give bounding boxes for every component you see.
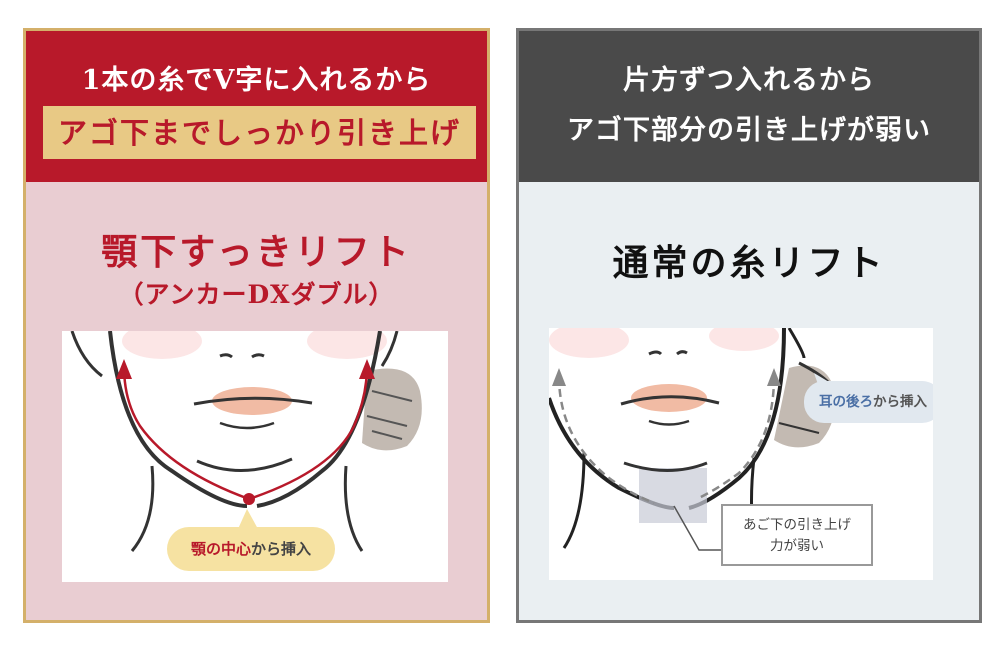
left-header-highlight: アゴ下までしっかり引き上げ (43, 106, 476, 159)
insertion-point-rest: から挿入 (251, 540, 312, 558)
right-header: 片方ずつ入れるから アゴ下部分の引き上げが弱い (519, 31, 979, 182)
anchor-dx-double-panel: 1本の糸でV字に入れるから アゴ下までしっかり引き上げ 顎下すっきリフト （アン… (23, 28, 490, 623)
left-header: 1本の糸でV字に入れるから アゴ下までしっかり引き上げ (26, 31, 487, 182)
right-header-line1: 片方ずつ入れるから (623, 65, 875, 96)
face-v-thread-drawing (70, 331, 422, 552)
standard-lift-illustration: 耳の後ろから挿入 あご下の引き上げ 力が弱い (549, 328, 933, 580)
insertion-point-accent: 顎の中心 (190, 540, 251, 558)
v-lift-illustration: 顎の中心から挿入 (62, 331, 448, 582)
weak-lift-callout-line1: あご下の引き上げ (743, 517, 851, 533)
ear-insertion-bubble: 耳の後ろから挿入 (804, 381, 933, 423)
ear-insertion-rest: から挿入 (873, 394, 927, 410)
right-title: 通常の糸リフト (612, 242, 886, 284)
ear-insertion-accent: 耳の後ろ (819, 394, 873, 410)
face-dashed-thread-drawing (549, 328, 839, 551)
left-title: 顎下すっきリフト (101, 231, 412, 273)
left-subtitle: （アンカーDXダブル） (118, 280, 395, 309)
insertion-point-bubble: 顎の中心から挿入 (167, 527, 335, 571)
weak-lift-callout-line2: 力が弱い (770, 538, 824, 554)
left-header-line1: 1本の糸でV字に入れるから (81, 65, 432, 96)
right-header-line2: アゴ下部分の引き上げが弱い (567, 115, 931, 146)
weak-lift-callout: あご下の引き上げ 力が弱い (721, 504, 873, 566)
standard-thread-lift-panel: 片方ずつ入れるから アゴ下部分の引き上げが弱い 通常の糸リフト (516, 28, 982, 623)
left-header-highlight-text: アゴ下までしっかり引き上げ (57, 116, 461, 150)
